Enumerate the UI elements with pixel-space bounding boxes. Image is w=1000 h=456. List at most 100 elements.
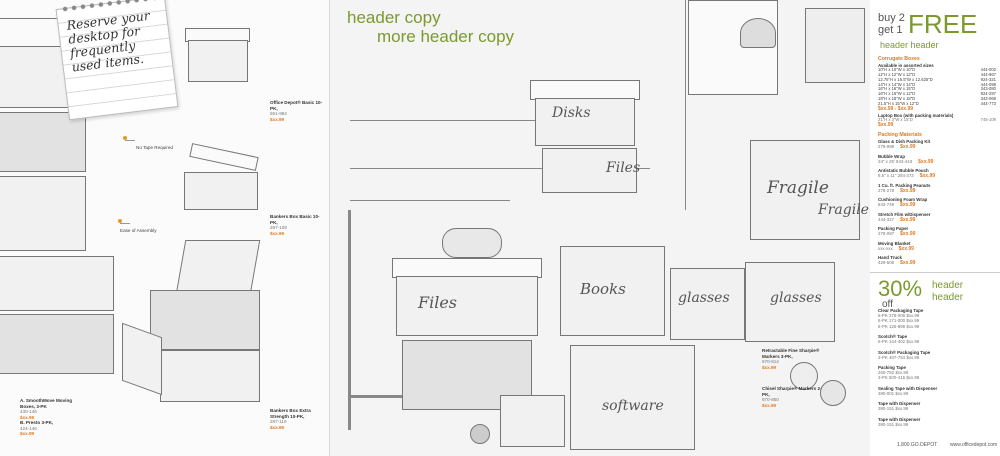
callout-ease-of-assembly: Ease of Assembly <box>120 228 157 233</box>
fragile-label-side: Fragile <box>818 202 869 218</box>
storage-box-bottom-1 <box>0 256 114 311</box>
promo-header: header header <box>880 40 939 50</box>
storage-box-middle <box>0 112 86 172</box>
notepad-handwriting: Reserve your desktop for frequently used… <box>65 7 151 75</box>
percent-header-2: header <box>932 292 964 303</box>
percent-off: off <box>882 299 893 310</box>
corrugate-title: Corrugate Boxes <box>878 56 920 62</box>
caption-chisel-sharpie: Chisel Sharpie® Markers 2-PK, 670-850 $x… <box>762 386 822 408</box>
files-box-top <box>542 148 637 193</box>
open-box-contents <box>150 290 260 350</box>
storage-box-bottom-2 <box>0 314 114 374</box>
lamp-shade <box>740 18 776 48</box>
tape-roll-2 <box>820 380 846 406</box>
laptop-box-item: Laptop Box (with packing materials) 21"H… <box>878 113 996 128</box>
glasses-box-right <box>745 262 835 342</box>
open-box-front <box>160 350 260 402</box>
window-frame <box>685 0 686 210</box>
files-label-cart: Files <box>418 293 458 312</box>
shelf-line <box>350 120 540 121</box>
tape-roll-1 <box>790 362 818 390</box>
glasses-box-left <box>670 268 745 340</box>
software-label: software <box>602 398 664 414</box>
caption-presto: B. Presto 3-PK, 424-146 $xx.99 <box>20 420 54 437</box>
desk-edge <box>350 168 650 169</box>
packing-title: Packing Materials <box>878 132 922 138</box>
notepad: Reserve your desktop for frequently used… <box>55 0 179 121</box>
disks-box-lid <box>530 80 640 100</box>
bankers-box-basic <box>184 172 258 210</box>
left-page: Reserve your desktop for frequently used… <box>0 0 330 456</box>
office-depot-box <box>188 40 248 82</box>
books-label: Books <box>580 280 626 298</box>
storage-box-lower <box>0 176 86 251</box>
fragile-label-front: Fragile <box>767 178 829 198</box>
bankers-box-lid <box>189 143 259 171</box>
price-column: buy 2 get 1 FREE header header Corrugate… <box>870 0 1000 456</box>
callout-dot-ease <box>118 219 122 223</box>
cart-lower-box <box>402 340 532 410</box>
bottle-on-box <box>442 228 502 258</box>
caption-retractable-sharpie: Retractable Fine Sharpie® Markers 3-PK, … <box>762 348 820 370</box>
footer-phone: 1.800.GO.DEPOT <box>897 442 938 448</box>
fragile-box <box>750 140 860 240</box>
disks-box <box>535 98 635 146</box>
small-open-box <box>500 395 565 447</box>
glasses-label-right: glasses <box>770 290 822 306</box>
divider <box>870 272 1000 273</box>
promo-buy: buy 2 <box>878 12 905 24</box>
callout-no-tape-required: No Tape Required <box>136 145 173 150</box>
promo-free: FREE <box>908 9 978 39</box>
caption-bankers-box-extra: Bankers Box Extra Strength 10-PK, 287-11… <box>270 408 311 430</box>
software-box <box>570 345 695 450</box>
callout-line-ease <box>120 223 130 224</box>
callout-line-no-tape <box>125 140 135 141</box>
more-header-copy: more header copy <box>377 27 515 46</box>
hand-truck-wheel <box>470 424 490 444</box>
picture-frame <box>805 8 865 83</box>
files-label-top: Files <box>606 160 641 176</box>
callout-dot-no-tape <box>123 136 127 140</box>
caption-smoothmove: A. SmoothMove Moving Boxes, 3-PK 430-146… <box>20 398 73 420</box>
glasses-label-left: glasses <box>678 290 730 306</box>
percent-header-1: header <box>932 280 964 291</box>
files-box-cart <box>396 276 538 336</box>
hand-truck-base <box>348 395 443 398</box>
footer-url: www.officedepot.com <box>950 442 998 448</box>
percent-value: 30% <box>878 276 923 301</box>
header-copy: header copy <box>347 8 441 27</box>
hand-truck-frame <box>348 210 351 430</box>
disks-label: Disks <box>552 105 591 121</box>
files-box-cart-lid <box>392 258 542 278</box>
corrugate-block: Available in assorted sizes 10"H x 10"W … <box>878 63 996 112</box>
shelf-line-2 <box>350 200 510 201</box>
books-box <box>560 246 665 336</box>
promo-get: get 1 <box>878 24 903 36</box>
caption-office-depot-basic: Office Depot® Basic 10-PK, 551-984 $xx.9… <box>270 100 323 122</box>
